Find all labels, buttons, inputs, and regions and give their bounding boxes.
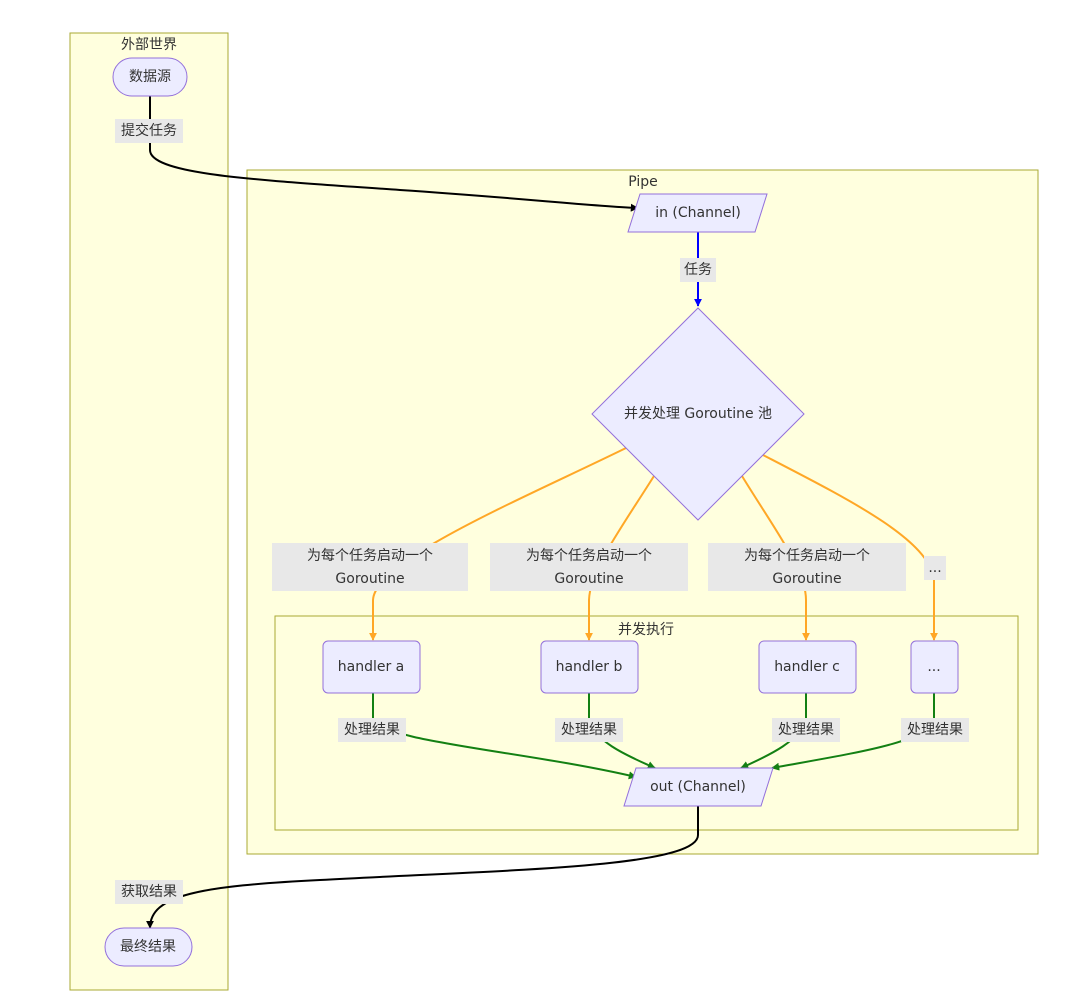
- svg-text:提交任务: 提交任务: [121, 122, 177, 139]
- svg-text:Goroutine: Goroutine: [335, 571, 404, 587]
- node-handler-a[interactable]: handler a: [322, 640, 421, 694]
- node-goroutine-pool[interactable]: 并发处理 Goroutine 池: [591, 307, 805, 521]
- svg-text:handler b: handler b: [556, 659, 623, 675]
- node-handler-c[interactable]: handler c: [758, 640, 857, 694]
- node-handler-b[interactable]: handler b: [540, 640, 639, 694]
- edge-label-spawn-a: 为每个任务启动一个 Goroutine: [272, 543, 468, 591]
- svg-text:获取结果: 获取结果: [121, 884, 177, 900]
- svg-text:为每个任务启动一个: 为每个任务启动一个: [526, 548, 652, 564]
- svg-text:...: ...: [927, 659, 940, 675]
- edge-label-task: 任务: [680, 258, 716, 282]
- node-final-result[interactable]: 最终结果: [104, 927, 193, 967]
- svg-text:最终结果: 最终结果: [120, 939, 176, 955]
- cluster-outer-world: 外部世界: [69, 32, 229, 991]
- edge-label-result-a: 处理结果: [338, 718, 406, 742]
- node-in-channel[interactable]: in (Channel): [627, 193, 768, 233]
- svg-text:Goroutine: Goroutine: [772, 571, 841, 587]
- svg-text:并发处理 Goroutine 池: 并发处理 Goroutine 池: [624, 406, 772, 422]
- svg-text:处理结果: 处理结果: [344, 722, 400, 738]
- edge-submit: [149, 96, 639, 212]
- svg-text:handler a: handler a: [338, 659, 405, 675]
- edge-label-fetch: 获取结果: [115, 880, 183, 904]
- edge-label-result-more: 处理结果: [901, 718, 969, 742]
- svg-text:数据源: 数据源: [129, 69, 171, 85]
- svg-text:处理结果: 处理结果: [907, 722, 963, 738]
- edge-label-spawn-c: 为每个任务启动一个 Goroutine: [708, 543, 906, 591]
- node-source[interactable]: 数据源: [112, 57, 188, 97]
- svg-text:in (Channel): in (Channel): [655, 205, 741, 221]
- svg-text:为每个任务启动一个: 为每个任务启动一个: [307, 548, 433, 564]
- node-handler-more[interactable]: ...: [910, 640, 959, 694]
- svg-text:Goroutine: Goroutine: [554, 571, 623, 587]
- edge-label-spawn-b: 为每个任务启动一个 Goroutine: [490, 543, 688, 591]
- svg-text:out (Channel): out (Channel): [650, 779, 746, 795]
- edge-label-result-b: 处理结果: [555, 718, 623, 742]
- edge-label-spawn-more: ...: [924, 556, 946, 580]
- svg-text:为每个任务启动一个: 为每个任务启动一个: [744, 548, 870, 564]
- svg-text:handler c: handler c: [774, 659, 840, 675]
- edge-label-result-c: 处理结果: [772, 718, 840, 742]
- edge-label-submit: 提交任务: [115, 119, 183, 143]
- node-out-channel[interactable]: out (Channel): [623, 767, 774, 807]
- cluster-pipe-title: Pipe: [628, 174, 658, 190]
- cluster-concurrent-title: 并发执行: [618, 622, 674, 638]
- svg-text:处理结果: 处理结果: [778, 722, 834, 738]
- cluster-outer-world-title: 外部世界: [121, 37, 177, 53]
- svg-text:任务: 任务: [684, 262, 712, 278]
- svg-text:处理结果: 处理结果: [561, 722, 617, 738]
- svg-text:...: ...: [928, 560, 941, 576]
